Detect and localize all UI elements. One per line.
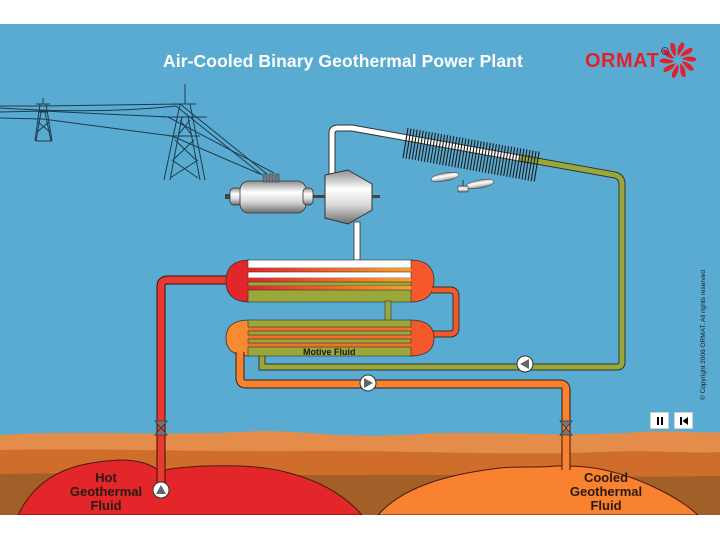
condenser-fin <box>512 147 519 178</box>
condenser-fan <box>430 172 495 193</box>
condenser-fin <box>475 141 482 172</box>
condenser-fin <box>481 142 488 173</box>
valve-injection[interactable] <box>559 420 573 436</box>
logo-swirl-blade <box>681 61 694 71</box>
condenser-fin <box>487 143 494 174</box>
motive-fluid-pump <box>516 355 534 373</box>
condenser-fin <box>442 135 449 166</box>
logo-swirl-blade <box>662 49 675 59</box>
condenser-fin <box>448 136 455 167</box>
plant-diagram <box>0 24 720 515</box>
condenser-fin <box>454 137 461 168</box>
air-cooled-condenser-fins <box>402 127 540 182</box>
turbine <box>324 169 380 225</box>
condenser-fin <box>527 150 534 181</box>
condenser-fin <box>439 134 446 165</box>
condenser-fin <box>509 147 516 178</box>
condenser-fin <box>518 148 525 179</box>
generator <box>225 173 325 214</box>
condenser-fin <box>515 148 522 179</box>
logo-swirl-blade <box>681 56 697 62</box>
condenser-fin <box>490 143 497 175</box>
page-title: Air-Cooled Binary Geothermal Power Plant <box>163 51 523 71</box>
condenser-fin <box>445 135 452 166</box>
condenser-fin <box>503 146 510 177</box>
condenser-fin <box>530 151 537 182</box>
condenser-fin <box>500 145 507 176</box>
copyright-notice: © Copyright 2006 ORMAT. All rights reser… <box>700 269 707 400</box>
condenser-fin <box>423 131 430 162</box>
turbine-exhaust-pipe <box>353 221 361 261</box>
condenser-fin <box>426 132 433 163</box>
condenser-fin <box>451 136 458 167</box>
preheater <box>225 319 435 357</box>
condenser-fin <box>533 151 540 182</box>
valve-production[interactable] <box>154 420 168 436</box>
rewind-icon <box>679 416 688 425</box>
condenser-fin <box>420 131 427 162</box>
logo-swirl-blade <box>680 63 686 78</box>
logo-swirl-blade <box>670 42 676 57</box>
condenser-fin <box>497 144 504 176</box>
condenser-fin <box>417 130 424 161</box>
hx-motive-connector <box>384 300 392 322</box>
condenser-fin <box>478 141 485 172</box>
condenser-fin <box>408 129 415 160</box>
condenser-fin <box>469 140 476 171</box>
condenser-fin <box>429 132 436 164</box>
cooled-geothermal-fluid-label: Cooled Geothermal Fluid <box>569 470 643 513</box>
condenser-fin <box>521 149 528 180</box>
logo-swirl-blade <box>659 58 675 64</box>
condenser-fin <box>414 130 421 161</box>
logo-swirl-blade <box>680 47 693 57</box>
pause-button[interactable] <box>650 412 669 429</box>
hot-geothermal-fluid-label: Hot Geothermal Fluid <box>69 470 143 513</box>
condenser-fin <box>524 149 531 181</box>
condenser-fin <box>460 138 467 169</box>
condenser-fin <box>493 144 501 175</box>
logo-swirl-blade <box>671 64 679 78</box>
condenser-fin <box>402 127 409 159</box>
power-lines <box>0 103 275 176</box>
logo-swirl-blade <box>663 63 676 73</box>
condenser-fin <box>432 133 440 164</box>
condenser-fin <box>506 146 513 177</box>
pylon-large <box>162 84 207 181</box>
condenser-fin <box>463 138 470 170</box>
pause-icon <box>656 416 663 425</box>
condenser-fin <box>405 128 412 159</box>
registered-mark-icon <box>661 47 669 55</box>
rewind-button[interactable] <box>674 412 693 429</box>
ormat-logo-text: ORMAT <box>585 50 660 72</box>
cooled-reservoir <box>377 465 699 515</box>
condenser-fin <box>457 137 464 168</box>
condenser-fin <box>436 133 443 165</box>
ormat-logo-icon <box>659 42 697 78</box>
condenser-fin <box>472 140 479 171</box>
vaporizer <box>225 259 435 303</box>
condenser-fin <box>466 139 473 170</box>
condenser-fin <box>484 142 491 173</box>
condenser-fin <box>411 129 418 160</box>
downhole-pump <box>152 481 170 499</box>
motive-fluid-label: Motive Fluid <box>303 347 356 357</box>
geothermal-transfer-pump <box>359 374 377 392</box>
pylon-small <box>34 98 53 142</box>
logo-swirl-blade <box>677 42 685 56</box>
